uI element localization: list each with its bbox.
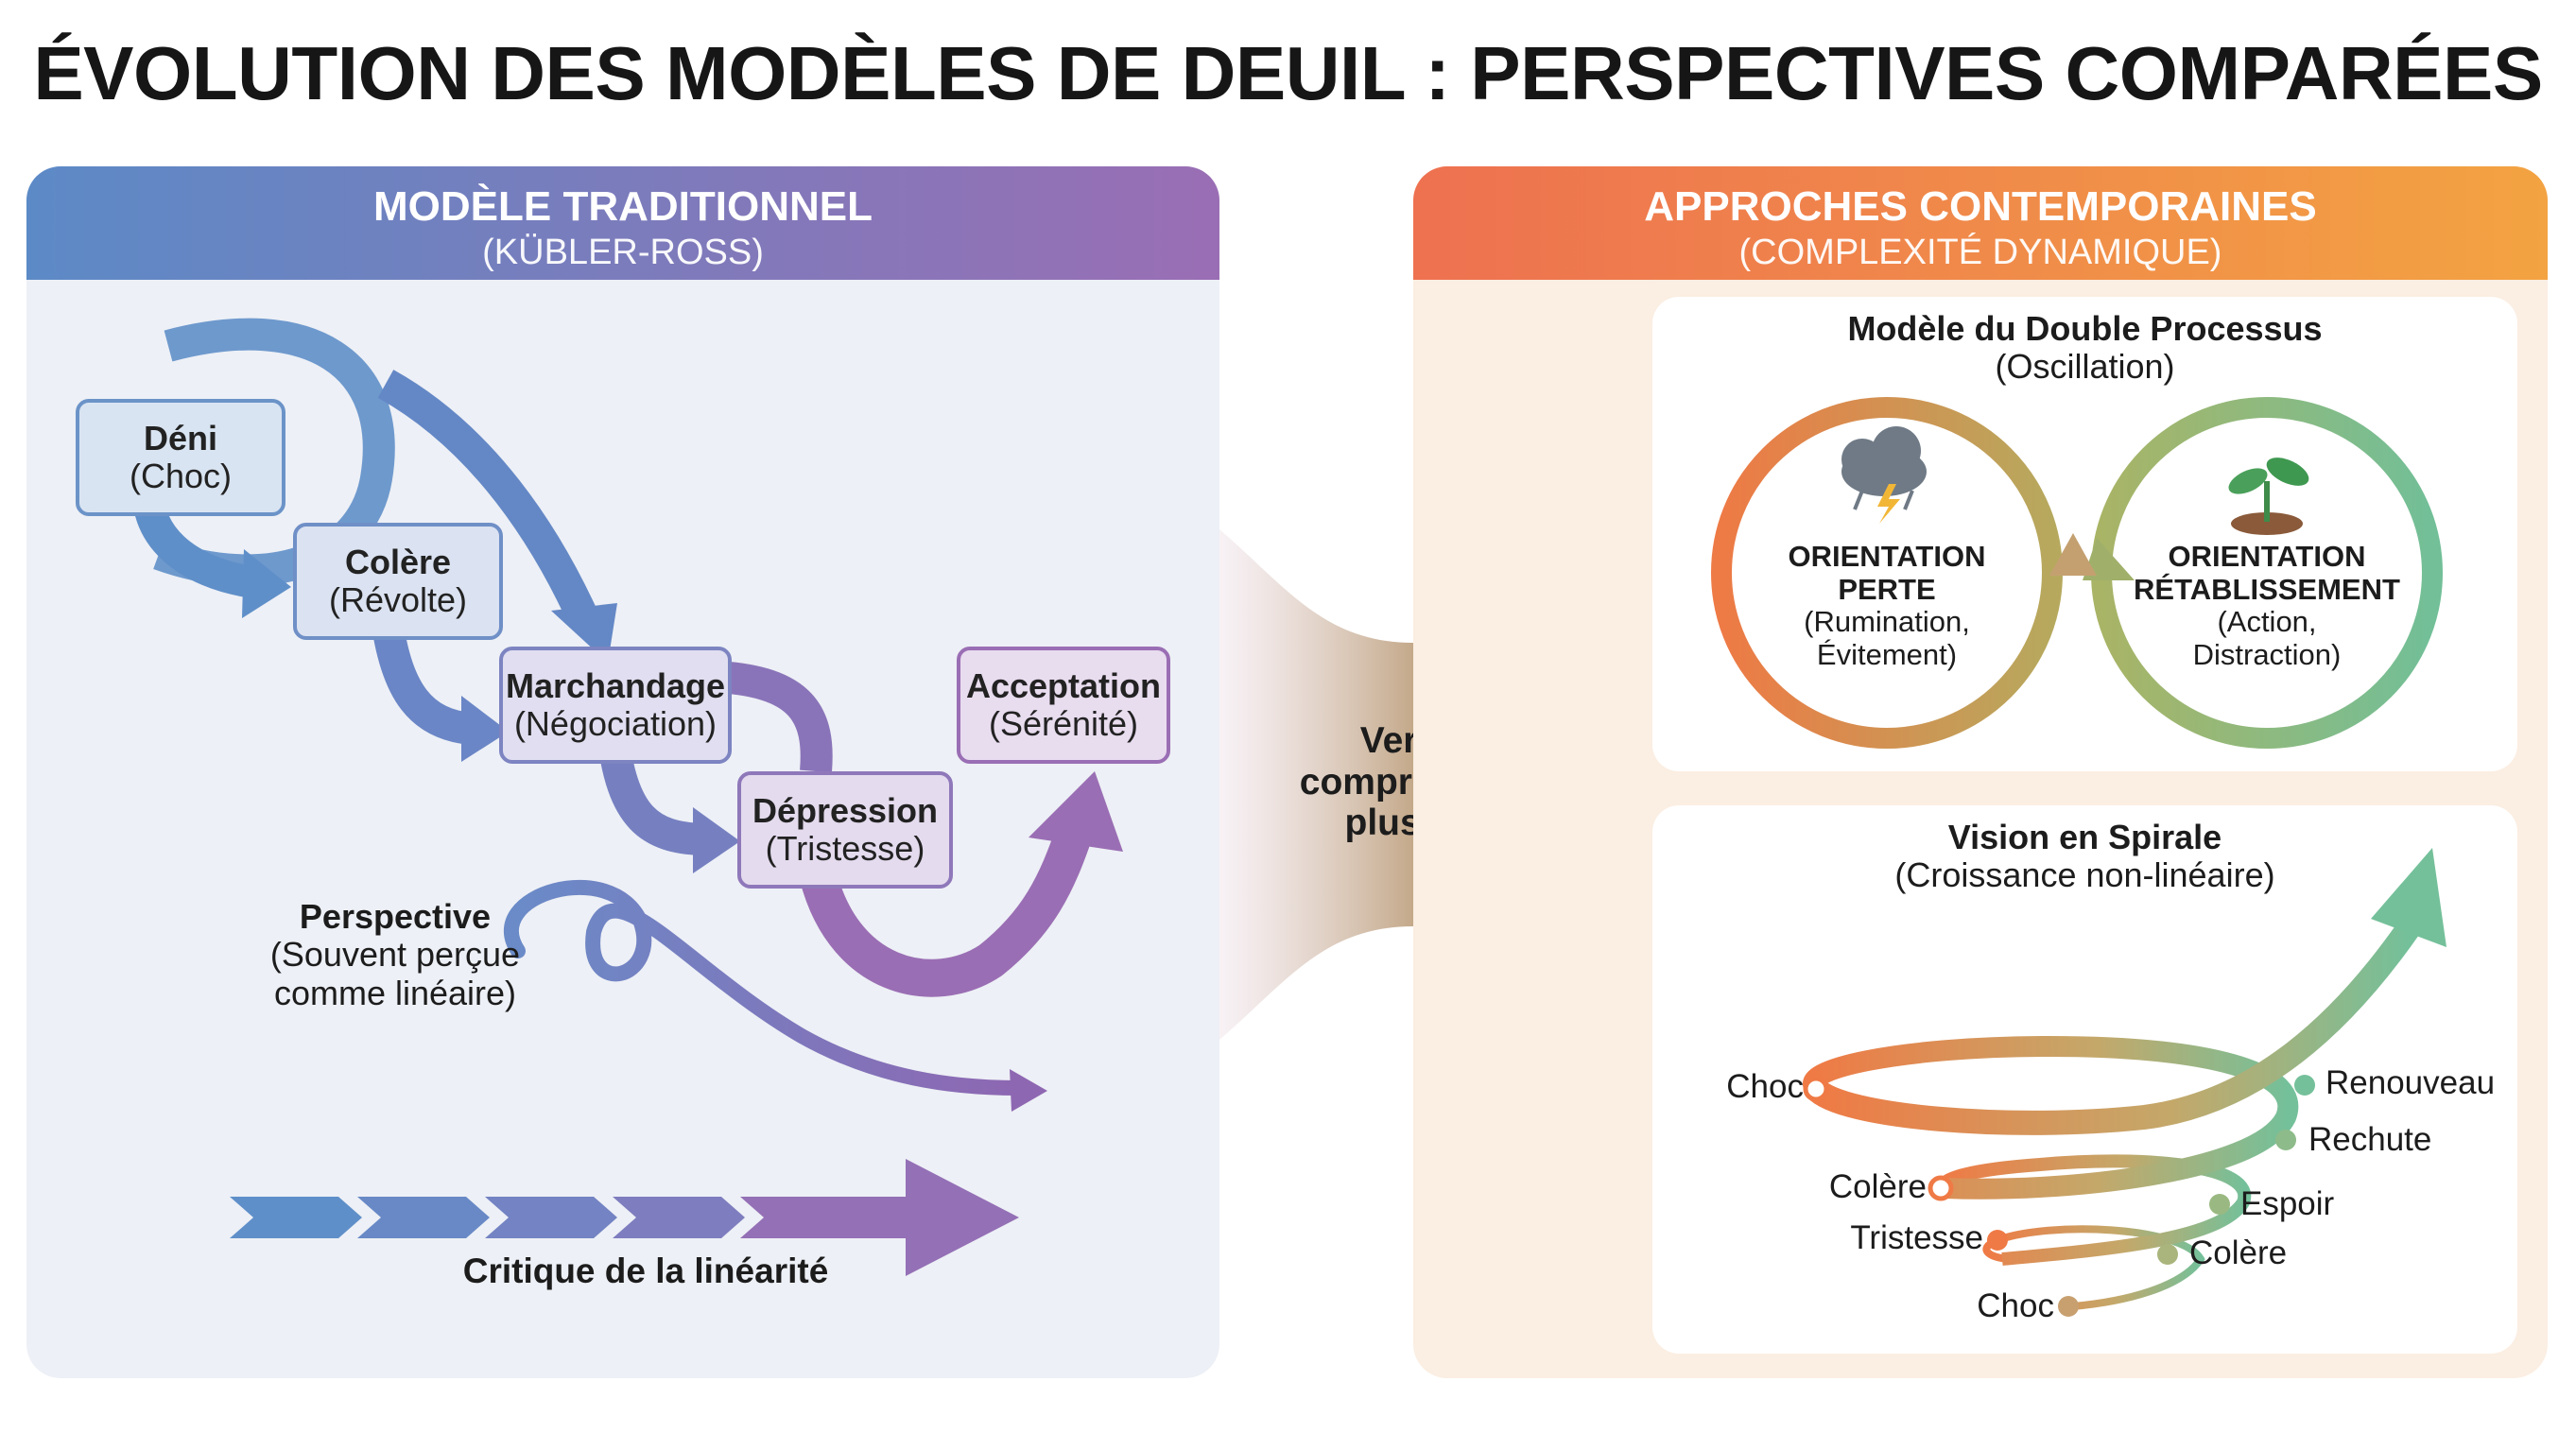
spiral-heading: Vision en Spirale (Croissance non-linéai… — [1652, 818, 2517, 895]
arrow-march-loop — [715, 661, 833, 773]
spiral-subtitle: (Croissance non-linéaire) — [1894, 855, 2275, 895]
node-choc-top — [1803, 1076, 1829, 1102]
spiral-arrow-head — [2371, 848, 2446, 947]
stage-depression: Dépression (Tristesse) — [737, 771, 953, 889]
loss-detail1: (Rumination, — [1804, 605, 1970, 639]
arrow-acceptation-head — [1029, 771, 1123, 852]
double-process-card: Modèle du Double Processus (Oscillation) — [1652, 297, 2517, 771]
traditional-model-subtitle: (KÜBLER-ROSS) — [482, 233, 764, 272]
node-colere-right — [2157, 1244, 2178, 1265]
traditional-model-panel: MODÈLE TRADITIONNEL (KÜBLER-ROSS) — [26, 166, 1219, 1378]
perspective-line2: comme linéaire) — [273, 973, 517, 1012]
stage-deni-name: Déni — [143, 418, 217, 458]
label-choc-bottom: Choc — [1977, 1287, 2054, 1324]
label-colere-left: Colère — [1828, 1168, 1927, 1205]
loss-title1: ORIENTATION — [1788, 540, 1986, 573]
spiral-loop-middle — [1937, 1154, 2252, 1266]
chevron-3 — [485, 1197, 617, 1238]
stage-arrows — [131, 318, 1123, 1276]
double-process-subtitle: (Oscillation) — [1995, 347, 2175, 387]
spiral-card: Vision en Spirale (Croissance non-linéai… — [1652, 805, 2517, 1354]
node-tristesse — [1987, 1230, 2008, 1251]
perspective-title: Perspective — [299, 897, 492, 936]
chevron-arrow — [740, 1159, 1019, 1276]
node-rechute — [2275, 1130, 2296, 1150]
traditional-model-header: MODÈLE TRADITIONNEL (KÜBLER-ROSS) — [26, 166, 1219, 280]
perspective-swirl-head — [1010, 1069, 1047, 1112]
spiral-outward — [1807, 921, 2419, 1135]
spiral-loop-large — [1803, 1035, 2299, 1200]
stage-colere-name: Colère — [344, 542, 452, 581]
label-espoir: Espoir — [2240, 1185, 2335, 1222]
loss-detail2: Évitement) — [1816, 638, 1958, 672]
sprout-icon — [2228, 458, 2309, 535]
stage-deni-detail: (Choc) — [129, 457, 233, 495]
perspective-note: Perspective (Souvent perçue comme linéai… — [216, 897, 575, 1012]
arrow-deni-colere-head — [242, 549, 291, 618]
contemporary-subtitle: (COMPLEXITÉ DYNAMIQUE) — [1738, 233, 2222, 272]
arrow-colere-marchandage-head — [461, 696, 509, 762]
contemporary-header: APPROCHES CONTEMPORAINES (COMPLEXITÉ DYN… — [1413, 166, 2548, 280]
spiral-diagram — [1803, 848, 2446, 1317]
restoration-orientation: ORIENTATION RÉTABLISSEMENT (Action, Dist… — [2116, 540, 2418, 672]
loss-orientation: ORIENTATION PERTE (Rumination, Évitement… — [1745, 540, 2029, 672]
restoration-detail1: (Action, — [2217, 605, 2317, 639]
chevron-1 — [230, 1197, 362, 1238]
stage-acceptation-detail: (Sérénité) — [988, 704, 1139, 743]
node-espoir — [2209, 1194, 2230, 1215]
restoration-title1: ORIENTATION — [2168, 540, 2366, 573]
stage-marchandage-name: Marchandage — [505, 665, 726, 705]
critique-label: Critique de la linéarité — [462, 1252, 829, 1290]
label-choc-top: Choc — [1726, 1068, 1804, 1105]
label-colere-right: Colère — [2189, 1234, 2288, 1271]
perspective-line1: (Souvent perçue — [269, 935, 521, 975]
stage-depression-detail: (Tristesse) — [765, 829, 925, 868]
label-tristesse: Tristesse — [1850, 1219, 1983, 1256]
label-renouveau: Renouveau — [2325, 1064, 2496, 1101]
perspective-swirl-arrow — [503, 879, 1027, 1096]
arrow-march-depression-head — [693, 807, 740, 873]
stage-acceptation-name: Acceptation — [965, 665, 1162, 705]
stage-marchandage: Marchandage (Négociation) — [499, 647, 732, 764]
stage-acceptation: Acceptation (Sérénité) — [957, 647, 1170, 764]
contemporary-panel: APPROCHES CONTEMPORAINES (COMPLEXITÉ DYN… — [1413, 166, 2548, 1378]
storm-cloud-icon — [1841, 426, 1927, 524]
node-choc-bottom — [2058, 1296, 2079, 1317]
oscillation-arrow-up — [2049, 533, 2097, 576]
stage-colere: Colère (Révolte) — [293, 523, 503, 640]
stage-depression-name: Dépression — [752, 790, 939, 830]
node-colere-left — [1928, 1175, 1954, 1201]
contemporary-title: APPROCHES CONTEMPORAINES — [1644, 183, 2317, 230]
double-process-heading: Modèle du Double Processus (Oscillation) — [1652, 309, 2517, 387]
loss-title2: PERTE — [1838, 572, 1936, 606]
traditional-model-title: MODÈLE TRADITIONNEL — [373, 183, 873, 230]
restoration-detail2: Distraction) — [2192, 638, 2342, 672]
stage-marchandage-detail: (Négociation) — [513, 704, 717, 743]
stage-deni: Déni (Choc) — [76, 399, 285, 516]
restoration-title2: RÉTABLISSEMENT — [2134, 572, 2400, 606]
spiral-title: Vision en Spirale — [1947, 818, 2222, 856]
oscillation-arrow-down — [2083, 538, 2135, 580]
stage-colere-detail: (Révolte) — [328, 580, 468, 619]
spiral-loop-small — [1982, 1225, 2205, 1310]
arrow-depression-acceptation — [797, 821, 1094, 997]
label-rechute: Rechute — [2308, 1121, 2432, 1158]
arrow-top-marchandage — [377, 370, 599, 628]
chevron-2 — [357, 1197, 490, 1238]
double-process-title: Modèle du Double Processus — [1847, 309, 2323, 348]
node-renouveau — [2294, 1075, 2315, 1096]
oscillation-diagram — [1711, 397, 2443, 749]
chevron-4 — [613, 1197, 745, 1238]
page-title: ÉVOLUTION DES MODÈLES DE DEUIL : PERSPEC… — [33, 31, 2543, 115]
